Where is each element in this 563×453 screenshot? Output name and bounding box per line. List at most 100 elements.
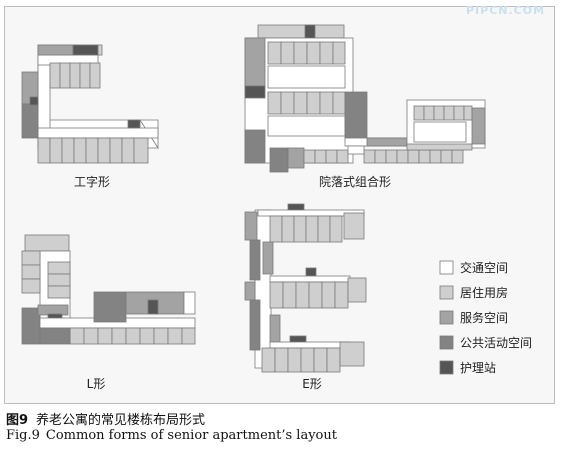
eshape-mid-end bbox=[347, 277, 367, 303]
room-cell bbox=[21, 250, 41, 266]
legend: 交通空间 居住用房 服务空间 公共活动空间 护理站 bbox=[439, 260, 532, 375]
courtyard-right-public bbox=[344, 91, 368, 139]
figure-number-cn: 图9 bbox=[6, 413, 29, 428]
room-cell bbox=[317, 215, 331, 243]
eshape-mid-nursing bbox=[305, 267, 317, 277]
eshape-mid-corridor bbox=[269, 275, 351, 283]
eshape-left-public-b bbox=[249, 299, 261, 351]
courtyard-top-nursing bbox=[304, 24, 316, 39]
room-cell bbox=[314, 149, 327, 164]
room-cell bbox=[321, 281, 336, 309]
room-cell bbox=[451, 149, 464, 164]
room-cell bbox=[49, 137, 63, 164]
room-cell bbox=[47, 273, 71, 287]
lshape-bottom-rooms bbox=[69, 327, 196, 345]
figure-title-cn: 养老公寓的常见楼栋布局形式 bbox=[36, 413, 206, 428]
courtyard-upper-rooms bbox=[267, 41, 346, 65]
plan-label-lshape: L形 bbox=[87, 377, 106, 391]
lshape-left-public bbox=[21, 307, 41, 345]
legend-swatch-service bbox=[439, 310, 454, 325]
room-cell bbox=[287, 347, 302, 373]
legend-label-residential: 居住用房 bbox=[460, 285, 508, 300]
courtyard-middle-rooms bbox=[267, 91, 346, 115]
room-cell bbox=[274, 347, 289, 373]
courtyard-right-yard bbox=[413, 121, 467, 143]
courtyard-bottom-public bbox=[269, 147, 289, 173]
eshape-left-service-mid bbox=[244, 281, 256, 301]
plan-lshape: L形 bbox=[21, 234, 196, 391]
room-cell bbox=[73, 137, 87, 164]
lshape-public-block bbox=[93, 291, 127, 323]
room-cell bbox=[305, 215, 319, 243]
lshape-end bbox=[183, 291, 196, 315]
room-cell bbox=[329, 215, 343, 243]
room-cell bbox=[79, 62, 91, 89]
room-cell bbox=[293, 41, 308, 65]
courtyard-inner-yard-2 bbox=[267, 115, 346, 137]
lshape-bottom-left bbox=[39, 327, 71, 345]
room-cell bbox=[267, 41, 282, 65]
room-cell bbox=[303, 149, 316, 164]
room-cell bbox=[308, 281, 323, 309]
legend-swatch-nursing bbox=[439, 360, 454, 375]
eshape-top-end bbox=[343, 212, 365, 240]
room-cell bbox=[109, 137, 123, 164]
room-cell bbox=[47, 261, 71, 275]
room-cell bbox=[21, 278, 41, 294]
eshape-top-rooms bbox=[269, 215, 343, 243]
plan-label-courtyard: 院落式组合形 bbox=[319, 174, 391, 189]
room-cell bbox=[306, 41, 321, 65]
room-cell bbox=[269, 281, 284, 309]
courtyard-right-service bbox=[471, 107, 486, 145]
room-cell bbox=[336, 149, 349, 164]
room-cell bbox=[418, 149, 431, 164]
room-cell bbox=[319, 91, 334, 115]
room-cell bbox=[139, 327, 155, 345]
room-cell bbox=[453, 105, 465, 121]
lshape-left-rooms bbox=[21, 250, 41, 294]
room-cell bbox=[407, 149, 420, 164]
figure-number-en: Fig.9 bbox=[6, 428, 40, 443]
lshape-inner-rooms bbox=[47, 261, 71, 299]
room-cell bbox=[37, 137, 51, 164]
room-cell bbox=[83, 327, 99, 345]
eshape-left-service-top2 bbox=[262, 241, 274, 275]
figure-caption-en: Fig.9 Common forms of senior apartment’s … bbox=[6, 428, 337, 443]
gongzi-top-service bbox=[37, 44, 74, 56]
eshape-bottom-rooms bbox=[261, 347, 341, 373]
eshape-bottom-corridor bbox=[269, 341, 351, 349]
room-cell bbox=[281, 215, 295, 243]
room-cell bbox=[443, 105, 455, 121]
room-cell bbox=[121, 137, 135, 164]
room-cell bbox=[261, 347, 276, 373]
lshape-left-service bbox=[37, 304, 69, 316]
gongzi-left-nursing bbox=[29, 96, 39, 106]
plan-label-gongzi: 工字形 bbox=[74, 174, 110, 189]
room-cell bbox=[423, 105, 435, 121]
gongzi-bottom-corridor bbox=[37, 127, 159, 139]
room-cell bbox=[69, 327, 85, 345]
courtyard-left-service-b bbox=[244, 129, 266, 164]
room-cell bbox=[429, 149, 442, 164]
gongzi-top-nursing bbox=[72, 44, 99, 56]
room-cell bbox=[133, 137, 149, 164]
room-cell bbox=[69, 62, 81, 89]
room-cell bbox=[181, 327, 196, 345]
legend-swatch-public bbox=[439, 335, 454, 350]
room-cell bbox=[49, 62, 61, 89]
floor-plan-diagram: 工字形 bbox=[21, 24, 532, 391]
room-cell bbox=[440, 149, 453, 164]
room-cell bbox=[125, 327, 141, 345]
room-cell bbox=[325, 149, 338, 164]
room-cell bbox=[463, 105, 473, 121]
room-cell bbox=[413, 105, 425, 121]
legend-label-traffic: 交通空间 bbox=[460, 260, 508, 275]
room-cell bbox=[167, 327, 183, 345]
legend-label-service: 服务空间 bbox=[460, 310, 508, 325]
lshape-top-rooms bbox=[24, 234, 70, 252]
courtyard-connector-service bbox=[366, 137, 408, 147]
room-cell bbox=[47, 285, 71, 299]
figure-title-en: Common forms of senior apartment’s layou… bbox=[45, 428, 337, 443]
room-cell bbox=[332, 91, 346, 115]
courtyard-left-nursing bbox=[244, 85, 266, 99]
